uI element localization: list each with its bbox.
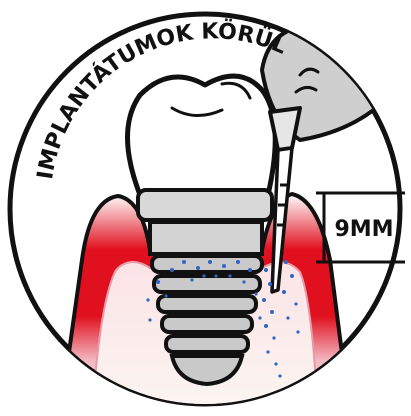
implant-abutment: [138, 190, 272, 220]
measurement-label: 9MM: [334, 217, 393, 242]
tooth-crown: [128, 76, 276, 195]
